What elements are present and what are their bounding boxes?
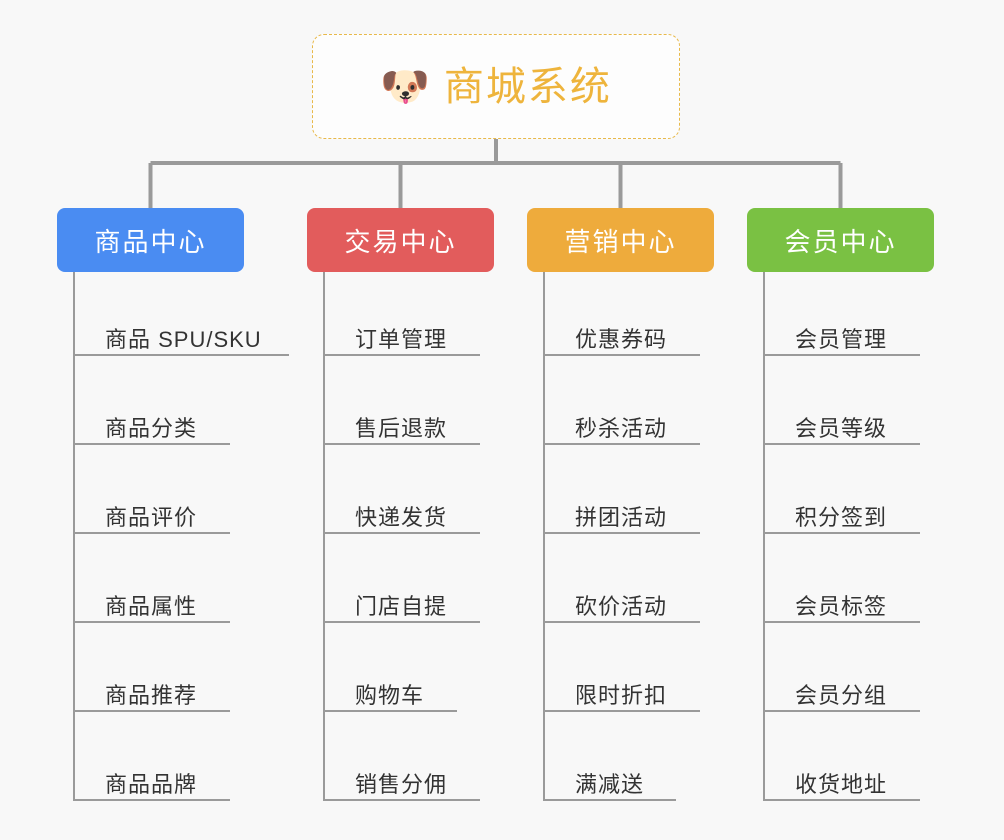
- leaf-item[interactable]: 积分签到: [763, 488, 920, 534]
- leaf-item-label: 订单管理: [355, 326, 448, 352]
- leaf-item-label: 商品属性: [105, 593, 198, 619]
- category-label: 交易中心: [344, 226, 457, 257]
- leaf-item-label: 砍价活动: [575, 593, 668, 619]
- leaf-item[interactable]: 商品评价: [73, 488, 230, 534]
- leaf-item-label: 门店自提: [355, 593, 448, 619]
- leaf-item[interactable]: 快递发货: [323, 488, 480, 534]
- leaf-item-label: 收货地址: [795, 771, 888, 797]
- leaf-item-label: 购物车: [355, 682, 425, 708]
- leaf-item[interactable]: 销售分佣: [323, 755, 480, 801]
- leaf-item-label: 满减送: [575, 771, 645, 797]
- leaf-item[interactable]: 限时折扣: [543, 666, 700, 712]
- branch-spine-member-center: [763, 272, 765, 801]
- leaf-item-label: 商品分类: [105, 415, 198, 441]
- leaf-item-label: 商品品牌: [105, 771, 198, 797]
- leaf-item-label: 商品 SPU/SKU: [105, 326, 262, 352]
- category-box-member-center[interactable]: 会员中心: [747, 208, 934, 272]
- leaf-item[interactable]: 商品 SPU/SKU: [73, 310, 289, 356]
- root-node[interactable]: 🐶 商城系统: [312, 34, 680, 139]
- leaf-item-label: 会员等级: [795, 415, 888, 441]
- leaf-item[interactable]: 砍价活动: [543, 577, 700, 623]
- leaf-item-label: 限时折扣: [575, 682, 668, 708]
- leaf-item[interactable]: 会员标签: [763, 577, 920, 623]
- leaf-item-label: 销售分佣: [355, 771, 448, 797]
- leaf-item-label: 积分签到: [795, 504, 888, 530]
- leaf-item-label: 拼团活动: [575, 504, 668, 530]
- leaf-item[interactable]: 会员管理: [763, 310, 920, 356]
- leaf-item[interactable]: 满减送: [543, 755, 676, 801]
- leaf-item[interactable]: 门店自提: [323, 577, 480, 623]
- leaf-item[interactable]: 会员等级: [763, 399, 920, 445]
- category-label: 会员中心: [784, 226, 897, 257]
- category-box-trade-center[interactable]: 交易中心: [307, 208, 494, 272]
- leaf-item[interactable]: 商品推荐: [73, 666, 230, 712]
- leaf-item-label: 快递发货: [355, 504, 448, 530]
- leaf-item[interactable]: 收货地址: [763, 755, 920, 801]
- leaf-item[interactable]: 秒杀活动: [543, 399, 700, 445]
- leaf-item[interactable]: 优惠券码: [543, 310, 700, 356]
- category-box-marketing-center[interactable]: 营销中心: [527, 208, 714, 272]
- leaf-item[interactable]: 商品品牌: [73, 755, 230, 801]
- leaf-item-label: 会员分组: [795, 682, 888, 708]
- leaf-item[interactable]: 会员分组: [763, 666, 920, 712]
- leaf-item[interactable]: 售后退款: [323, 399, 480, 445]
- branch-spine-trade-center: [323, 272, 325, 801]
- leaf-item[interactable]: 购物车: [323, 666, 457, 712]
- leaf-item-label: 商品评价: [105, 504, 198, 530]
- leaf-item[interactable]: 订单管理: [323, 310, 480, 356]
- root-title: 商城系统: [443, 64, 612, 109]
- category-box-product-center[interactable]: 商品中心: [57, 208, 244, 272]
- leaf-item-label: 会员管理: [795, 326, 888, 352]
- dog-face-icon: 🐶: [380, 64, 430, 109]
- leaf-item-label: 售后退款: [355, 415, 448, 441]
- category-label: 商品中心: [94, 226, 207, 257]
- leaf-item-label: 秒杀活动: [575, 415, 668, 441]
- branch-spine-product-center: [73, 272, 75, 801]
- leaf-item[interactable]: 商品属性: [73, 577, 230, 623]
- leaf-item-label: 优惠券码: [575, 326, 668, 352]
- leaf-item[interactable]: 商品分类: [73, 399, 230, 445]
- leaf-item-label: 会员标签: [795, 593, 888, 619]
- leaf-item-label: 商品推荐: [105, 682, 198, 708]
- branch-spine-marketing-center: [543, 272, 545, 801]
- category-label: 营销中心: [564, 226, 677, 257]
- leaf-item[interactable]: 拼团活动: [543, 488, 700, 534]
